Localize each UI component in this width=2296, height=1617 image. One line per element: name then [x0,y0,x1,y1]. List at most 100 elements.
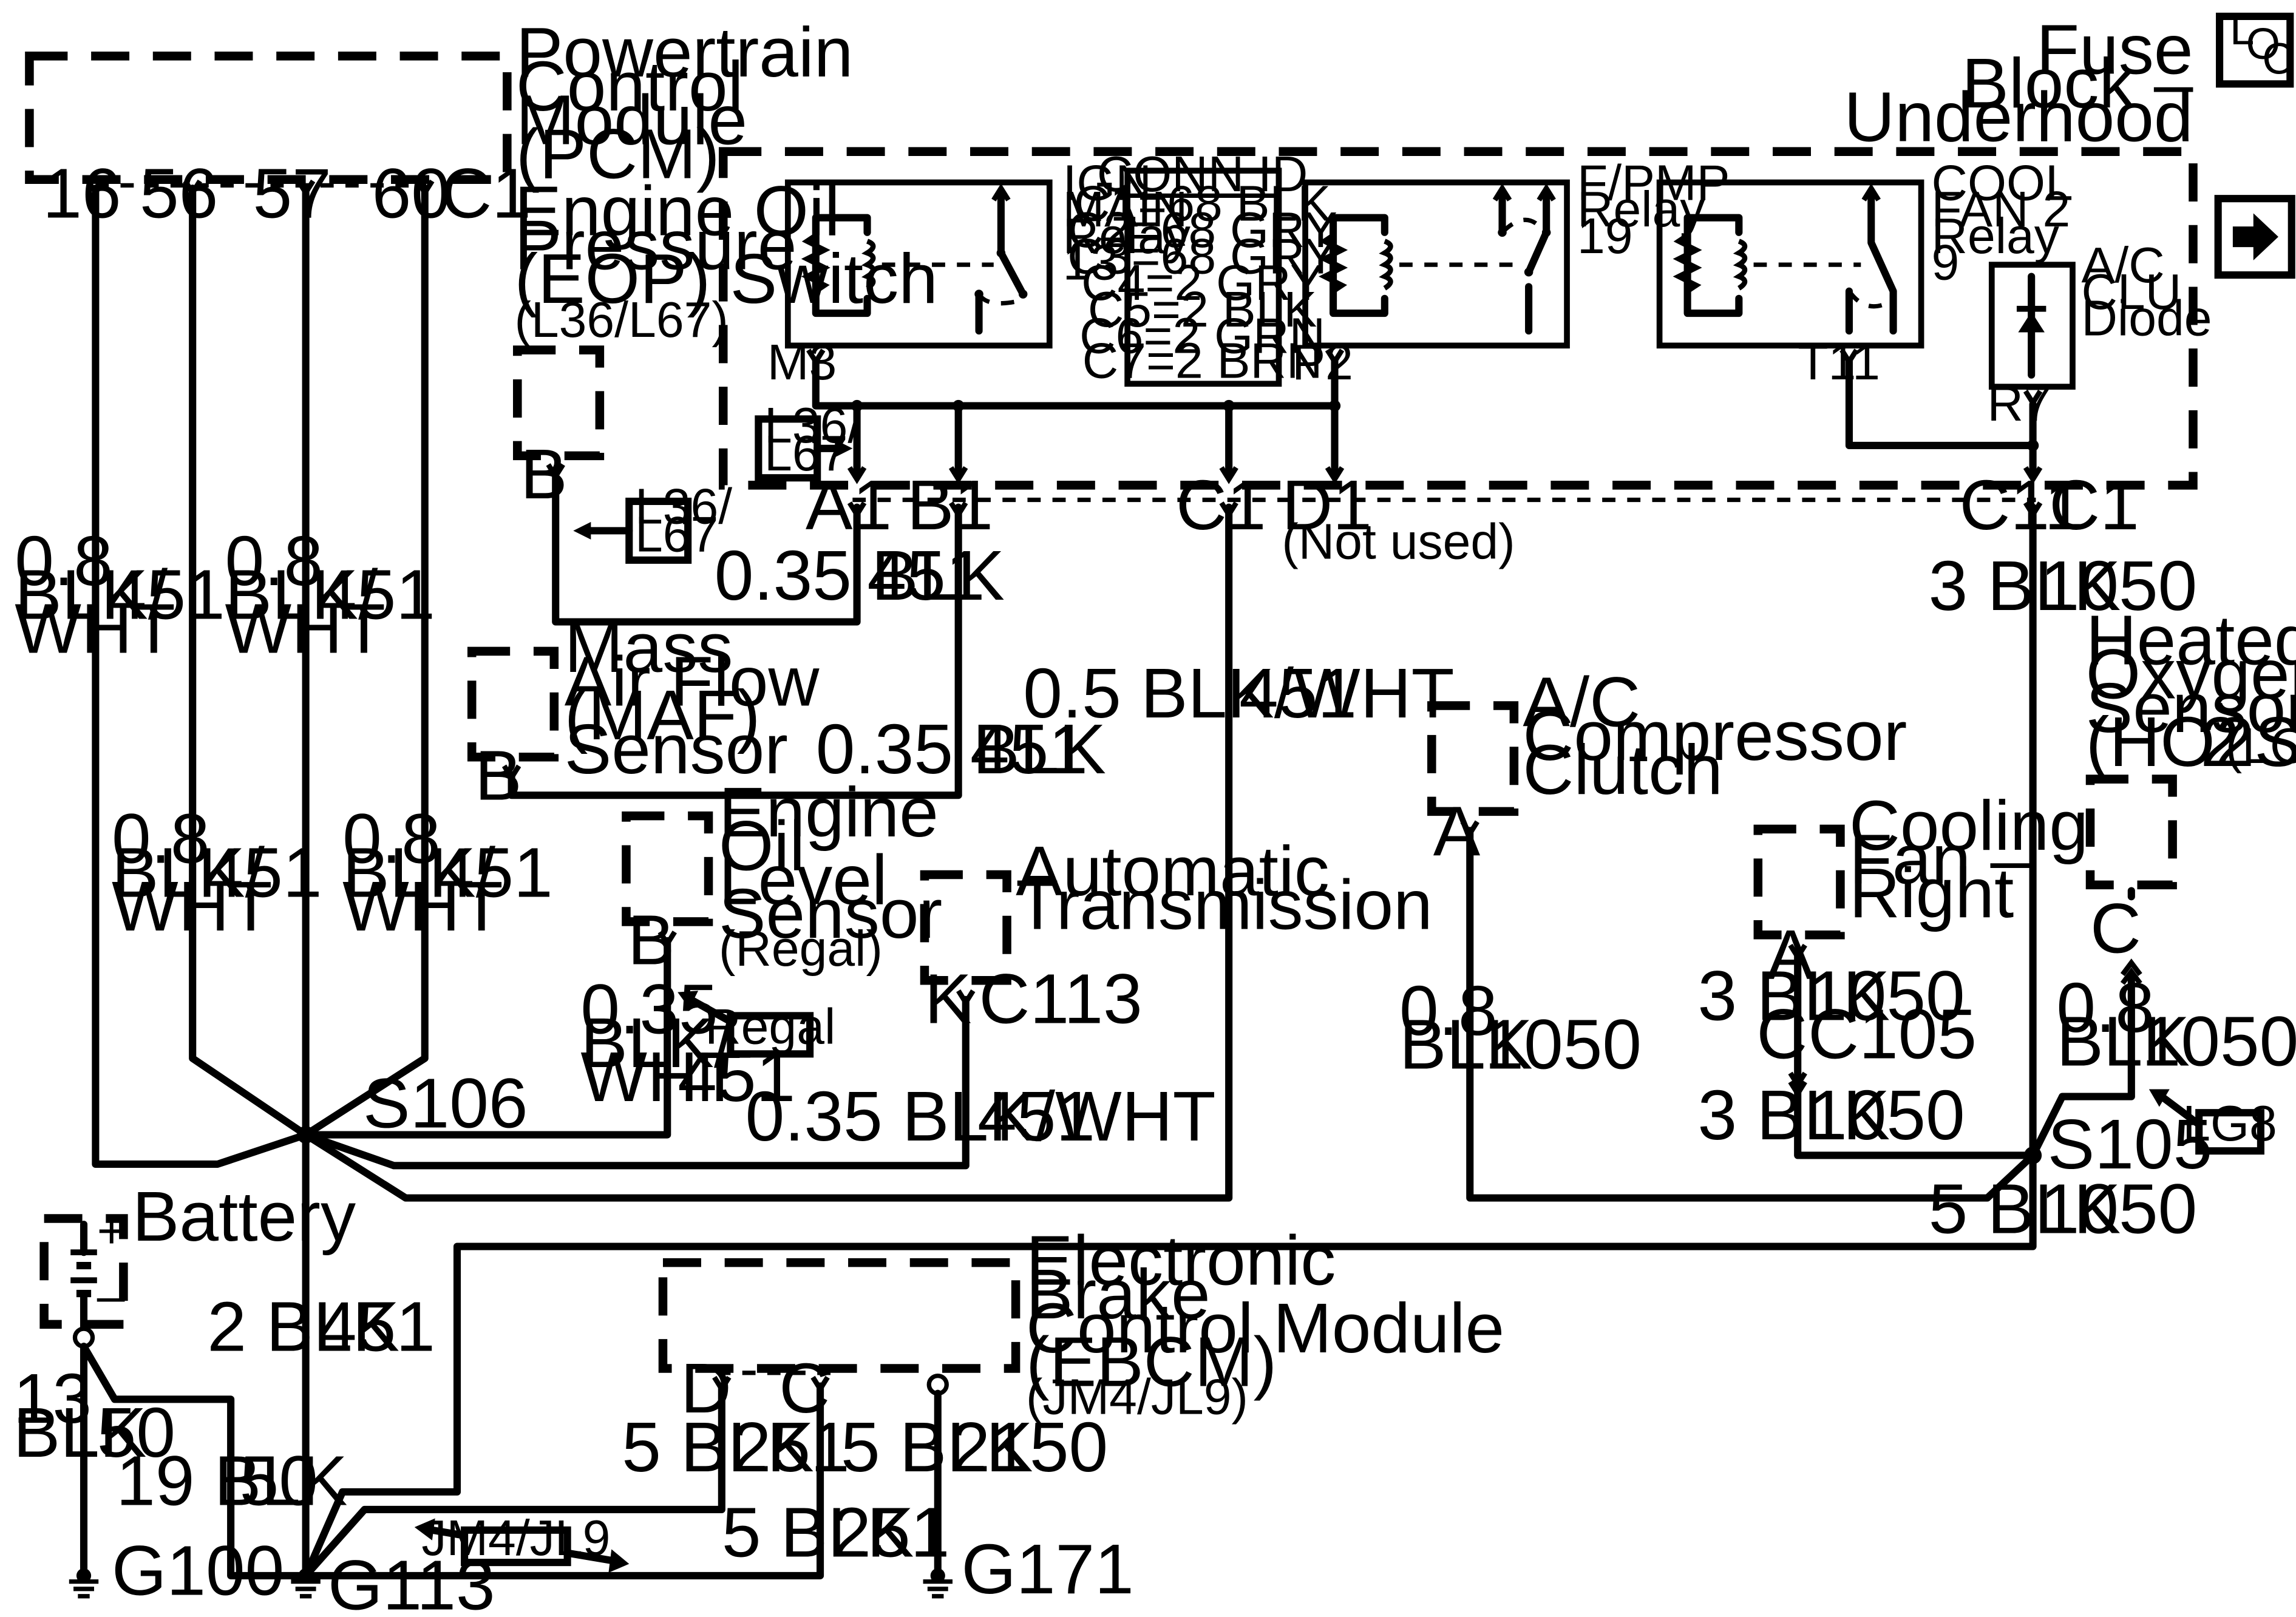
eol-label-4: Sensor [719,874,942,953]
ground-icon-g171[interactable] [923,1568,953,1599]
wire-ebcm-c[interactable] [302,1382,824,1579]
wire60-color2: WHT [342,867,503,946]
fan-label-3: Right [1849,853,2014,932]
eol-label-3: Level [719,840,888,919]
trans-connector: C113 [979,960,1143,1039]
eol-label-2: Oil [719,807,805,886]
battery[interactable] [39,1214,128,1329]
ho2s-option: (LG8) [2226,718,2296,774]
fan-label-2: Fan – [1849,819,2030,898]
wire-ho2s-s105[interactable] [2029,887,2135,1159]
fb-pin-c11: C11 [1960,466,2084,544]
wire-b1-maf[interactable] [508,503,962,799]
lg8-option-tag [2148,1089,2264,1155]
wire-fan-s105[interactable] [1794,950,2037,1159]
wire60-circuit: 451 [435,833,553,912]
pcm-module [25,52,512,184]
ground-icon-g113[interactable] [291,1568,321,1599]
wire-eol-color2: WHT [580,1037,741,1116]
pcm-ground-wires[interactable] [92,185,429,1579]
wire-trans-s106[interactable] [302,995,970,1170]
conn-id-row-3: C3=68 GRY [1067,229,1337,285]
pcm-pin-57: 57 [253,154,331,233]
ground-g113-label: G113 [328,1546,495,1617]
diode-label-3: Diode [2081,290,2212,346]
wire-eol-gauge: 0.35 [580,969,718,1048]
wire-s105-g113[interactable] [302,1151,2037,1579]
wire-g113-circuit: 451 [318,1287,435,1366]
wire-b1-gauge: 0.35 BLK [816,710,1106,788]
lg8-tag-text: LG8 [2182,1096,2277,1151]
wire-2150-gauge: 5 BLK [841,1408,1033,1486]
wire-ebcm-d[interactable] [302,1382,725,1579]
engine-oil-level-sensor[interactable] [622,811,713,926]
automatic-transmission[interactable] [920,870,1011,985]
wire-c11-gauge: 3 BLK [1929,546,2121,625]
jm4-jl9-option-tag [414,1518,630,1573]
fuse-block-label-3: Underhood [1844,78,2193,157]
loc-o: O [2246,19,2281,69]
wire-d251-circuit: 251 [732,1408,850,1486]
wire-c251-gauge: 5 BLK [722,1493,914,1571]
wire56-circuit: 451 [205,833,322,912]
fb-pin-d1-note: (Not used) [1282,514,1515,569]
wire-a1-circuit: 451 [868,536,985,615]
wire-c1-s106[interactable] [302,503,1233,1202]
wire-bat13-gauge: 13 [13,1359,92,1438]
wire-eol-color1: BLK/ [580,1003,734,1082]
wire60-gauge: 0.8 [342,799,441,878]
ground-g171-label: G171 [962,1530,1134,1609]
maf-sensor[interactable] [467,646,559,762]
l36-l67-option-tag [755,415,853,482]
maf-label-3: (MAF) [565,676,761,754]
fb-conn-c1: C1 [2049,466,2139,544]
heated-oxygen-sensor[interactable] [2085,775,2177,890]
eop-label-1: Engine Oil [514,172,840,251]
diode-label-2: CLU [2081,264,2181,320]
splice-s106[interactable] [297,1125,315,1144]
fan-label-1: Cooling [1849,786,2088,865]
wire-ho2s-gauge: 0.8 [2056,968,2155,1047]
battery-minus: – [97,1267,125,1323]
wire57-color2: WHT [225,589,385,668]
ground-icon-g100[interactable] [69,1568,99,1599]
l36-l67-note-tag [573,497,692,564]
splice-s105-label: S105 [2048,1105,2212,1184]
pcm-label-4: (PCM) [516,114,720,193]
fuel-pump-relay[interactable] [1302,179,1570,349]
ebcm-option: (JM4/JL9) [1026,1369,1248,1425]
cool-relay-label-4: 9 [1932,234,1960,290]
cooling-fan-relay[interactable] [1656,179,1924,349]
wire-ho2s-color: BLK [2056,1002,2190,1081]
wire-c1-gauge: 0.5 BLK/WHT [1023,654,1454,733]
wire-2150-circuit: 2150 [951,1408,1109,1486]
wire-eol-s106[interactable] [302,937,671,1139]
ac-compressor-clutch[interactable] [1427,701,1519,816]
eop-switch[interactable] [513,345,605,461]
wire-c11-circuit: 1050 [2040,546,2198,625]
wire-trans-gauge: 0.35 BLK/WHT [746,1077,1216,1156]
wire16-color2: WHT [15,589,175,668]
battery-plus: + [97,1203,126,1259]
ac-clutch-diode[interactable] [1988,262,2076,390]
loc-c: C [2262,34,2294,83]
ign-main-relay[interactable] [784,179,1053,349]
cool-relay-label-1: COOL [1932,155,2073,211]
wire-acc-s105[interactable] [1466,827,2037,1202]
pcm-label-3: Module [516,81,747,160]
pcm-pin-60: 60 [372,154,450,233]
wire-s105-circuit: 1050 [2040,1170,2198,1249]
wire-a1-eop[interactable] [552,469,861,626]
eol-option: (Regal) [719,921,883,977]
right-arrow-icon[interactable] [2214,195,2295,279]
ign-relay-label-1: IGN [1063,155,1152,211]
wire-c251-circuit: 251 [832,1493,949,1571]
cooling-fan-right[interactable] [1753,824,1845,940]
wire16-circuit: 451 [107,555,225,634]
maf-label-1: Mass [565,608,733,687]
l36-note-line2: L67 [635,506,718,562]
wire-battery-g113[interactable] [80,1343,310,1579]
wire57-circuit: 451 [318,555,435,634]
wire-acc-gauge: 0.8 [1399,971,1498,1050]
